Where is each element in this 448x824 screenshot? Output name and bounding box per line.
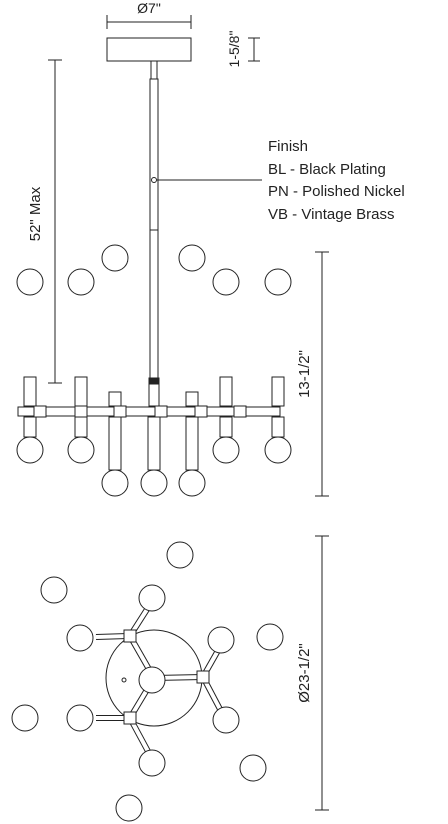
- bulb-globe: [264, 268, 292, 296]
- bulb-socket-tube: [185, 391, 199, 407]
- bulb-socket-tube: [23, 416, 37, 438]
- bulb-globe: [264, 436, 292, 464]
- bulb-globe: [138, 584, 166, 612]
- stem-rod: [148, 60, 160, 385]
- arm-joint: [123, 711, 137, 725]
- bulb-socket-tube: [74, 416, 88, 438]
- canopy-diameter-label: Ø7": [137, 0, 161, 16]
- arm-joint: [33, 405, 47, 418]
- max-height-dimension: [48, 59, 62, 384]
- bulb-globe: [11, 704, 39, 732]
- bulb-globe: [101, 244, 129, 272]
- bulb-socket-tube: [185, 416, 199, 471]
- bulb-socket-tube: [23, 376, 37, 407]
- bulb-globe: [101, 469, 129, 497]
- finish-option-vb: VB - Vintage Brass: [268, 206, 394, 223]
- finish-title: Finish: [268, 138, 308, 155]
- bulb-globe: [67, 436, 95, 464]
- bulb-globe: [16, 436, 44, 464]
- bulb-globe: [239, 754, 267, 782]
- bulb-socket-tube: [271, 416, 285, 438]
- bulb-socket-tube: [108, 416, 122, 471]
- bulb-globe: [212, 436, 240, 464]
- bulb-globe: [178, 469, 206, 497]
- canopy-diameter-dimension: [106, 15, 192, 29]
- bulb-globe: [40, 576, 68, 604]
- arm-joint: [123, 629, 137, 643]
- bulb-socket-tube: [74, 376, 88, 407]
- bulb-globe: [138, 666, 166, 694]
- finish-option-bl: BL - Black Plating: [268, 161, 386, 178]
- bulb-globe: [16, 268, 44, 296]
- bulb-socket-tube: [219, 416, 233, 438]
- arm-joint: [74, 405, 88, 418]
- bulb-globe: [212, 268, 240, 296]
- canopy: [106, 37, 192, 62]
- fixture-front-view: [16, 244, 292, 497]
- center-hub: [148, 383, 160, 407]
- bulb-globe: [138, 749, 166, 777]
- bulb-socket-tube: [108, 391, 122, 407]
- max-height-label: 52" Max: [27, 186, 44, 241]
- mounting-hole: [121, 677, 127, 683]
- fixture-height-dimension: [315, 251, 329, 497]
- finish-leader-line: [151, 177, 262, 183]
- arm-joint: [113, 405, 127, 418]
- fixture-diameter-dimension: [315, 535, 329, 811]
- arm-joint: [194, 405, 208, 418]
- bulb-globe: [166, 541, 194, 569]
- finish-option-pn: PN - Polished Nickel: [268, 183, 405, 200]
- bulb-globe: [212, 706, 240, 734]
- arm-joint: [154, 405, 168, 418]
- bulb-socket-tube: [271, 376, 285, 407]
- bulb-socket-tube: [219, 376, 233, 407]
- bulb-globe: [66, 704, 94, 732]
- fixture-diameter-label: Ø23-1/2": [296, 643, 313, 703]
- bulb-globe: [140, 469, 168, 497]
- bulb-globe: [66, 624, 94, 652]
- fixture-height-label: 13-1/2": [296, 350, 313, 398]
- fixture-bottom-view: [11, 541, 284, 822]
- bulb-globe: [67, 268, 95, 296]
- arm-joint: [196, 670, 210, 684]
- canopy-height-label: 1-5/8": [226, 31, 242, 68]
- horizontal-arm: [17, 406, 281, 417]
- bulb-globe: [207, 626, 235, 654]
- bulb-globe: [115, 794, 143, 822]
- bulb-socket-tube: [147, 416, 161, 471]
- bulb-globe: [256, 623, 284, 651]
- canopy-height-dimension: [248, 37, 260, 62]
- arm-joint: [233, 405, 247, 418]
- bulb-globe: [178, 244, 206, 272]
